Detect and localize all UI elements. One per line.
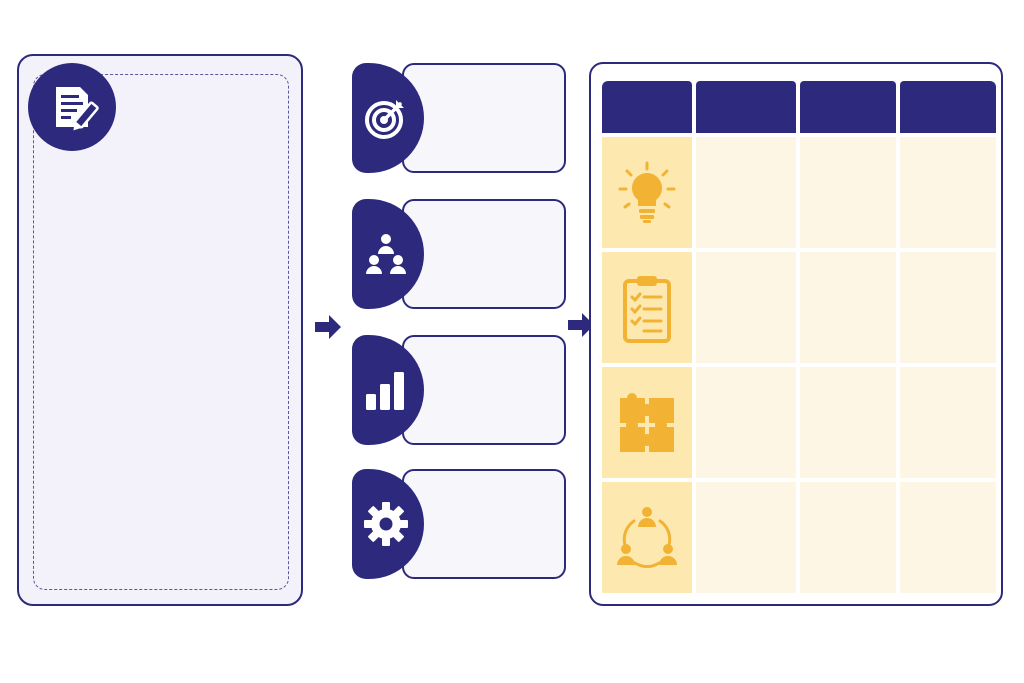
matrix-cell[interactable] bbox=[696, 137, 796, 248]
column-header bbox=[900, 81, 996, 133]
matrix-table bbox=[589, 62, 1003, 606]
matrix-cell[interactable] bbox=[800, 137, 896, 248]
row-icon-cell bbox=[602, 482, 692, 593]
step-card-1[interactable] bbox=[352, 63, 566, 173]
step-card-3[interactable] bbox=[352, 335, 566, 445]
row-icon-cell bbox=[602, 252, 692, 363]
matrix-cell[interactable] bbox=[696, 367, 796, 478]
target-icon bbox=[365, 100, 404, 139]
matrix-grid bbox=[602, 81, 996, 593]
step-card-2[interactable] bbox=[352, 199, 566, 309]
matrix-cell[interactable] bbox=[800, 367, 896, 478]
document-edit-icon bbox=[28, 63, 116, 151]
arrow-right-icon bbox=[568, 313, 594, 337]
matrix-cell[interactable] bbox=[900, 367, 996, 478]
step-card-body bbox=[402, 469, 566, 579]
arrow-right-icon bbox=[315, 315, 341, 339]
lightbulb-icon bbox=[618, 161, 676, 223]
matrix-cell[interactable] bbox=[696, 482, 796, 593]
matrix-cell[interactable] bbox=[800, 252, 896, 363]
bar-chart-icon bbox=[366, 372, 404, 410]
matrix-cell[interactable] bbox=[900, 137, 996, 248]
matrix-cell[interactable] bbox=[800, 482, 896, 593]
collaboration-cycle-icon bbox=[617, 506, 677, 568]
row-icon-cell bbox=[602, 367, 692, 478]
column-header bbox=[800, 81, 896, 133]
step-card-4[interactable] bbox=[352, 469, 566, 579]
team-hierarchy-icon bbox=[366, 234, 406, 274]
step-card-body bbox=[402, 335, 566, 445]
matrix-cell[interactable] bbox=[696, 252, 796, 363]
column-header bbox=[602, 81, 692, 133]
step-card-body bbox=[402, 199, 566, 309]
matrix-cell[interactable] bbox=[900, 252, 996, 363]
matrix-cell[interactable] bbox=[900, 482, 996, 593]
input-dropzone[interactable] bbox=[33, 74, 289, 590]
step-card-body bbox=[402, 63, 566, 173]
clipboard-checklist-icon bbox=[623, 275, 671, 343]
column-header bbox=[696, 81, 796, 133]
row-icon-cell bbox=[602, 137, 692, 248]
puzzle-icon bbox=[620, 392, 674, 452]
gear-icon bbox=[364, 502, 408, 546]
